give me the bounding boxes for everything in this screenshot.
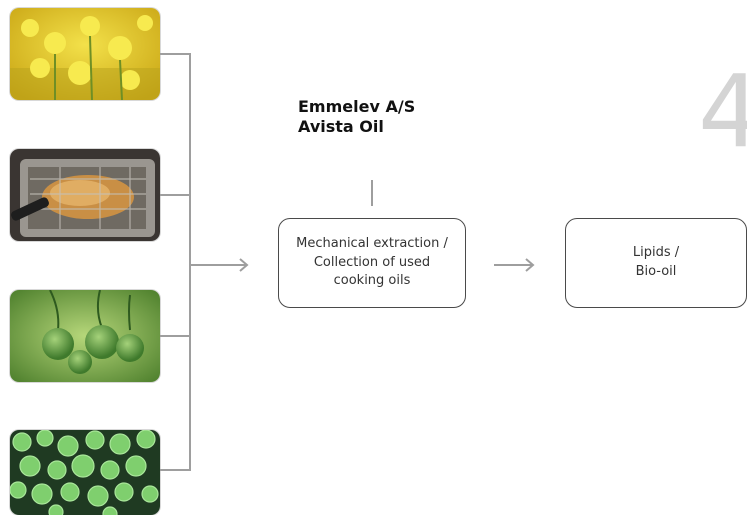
connector-fryer bbox=[160, 194, 190, 196]
process-step-box: Mechanical extraction / Collection of us… bbox=[278, 218, 466, 308]
connector-rapeseed bbox=[160, 53, 190, 55]
connector-fruit bbox=[160, 335, 190, 337]
rapeseed-field-image bbox=[10, 8, 160, 100]
connector-to-arrow bbox=[189, 264, 229, 266]
arrow-right-icon bbox=[494, 258, 535, 272]
process-step-line-1: Mechanical extraction / bbox=[296, 235, 448, 251]
step-number: 4 bbox=[698, 53, 747, 170]
connector-bus-line bbox=[189, 53, 191, 471]
deep-fryer-image bbox=[10, 149, 160, 241]
company-connector-line bbox=[371, 180, 373, 206]
process-step-line-3: cooking oils bbox=[333, 273, 411, 289]
product-box: Lipids / Bio-oil bbox=[565, 218, 747, 308]
product-line-2: Bio-oil bbox=[635, 264, 677, 279]
company-name-2: Avista Oil bbox=[298, 117, 384, 136]
connector-algae bbox=[160, 469, 190, 471]
green-fruit-image bbox=[10, 290, 160, 382]
arrow-right-icon bbox=[228, 258, 249, 272]
product-line-1: Lipids / bbox=[632, 245, 680, 261]
process-step-line-2: Collection of used bbox=[313, 254, 431, 270]
company-labels: Emmelev A/S Avista Oil bbox=[298, 97, 415, 137]
algae-cells-image bbox=[10, 430, 160, 515]
company-name-1: Emmelev A/S bbox=[298, 97, 416, 116]
